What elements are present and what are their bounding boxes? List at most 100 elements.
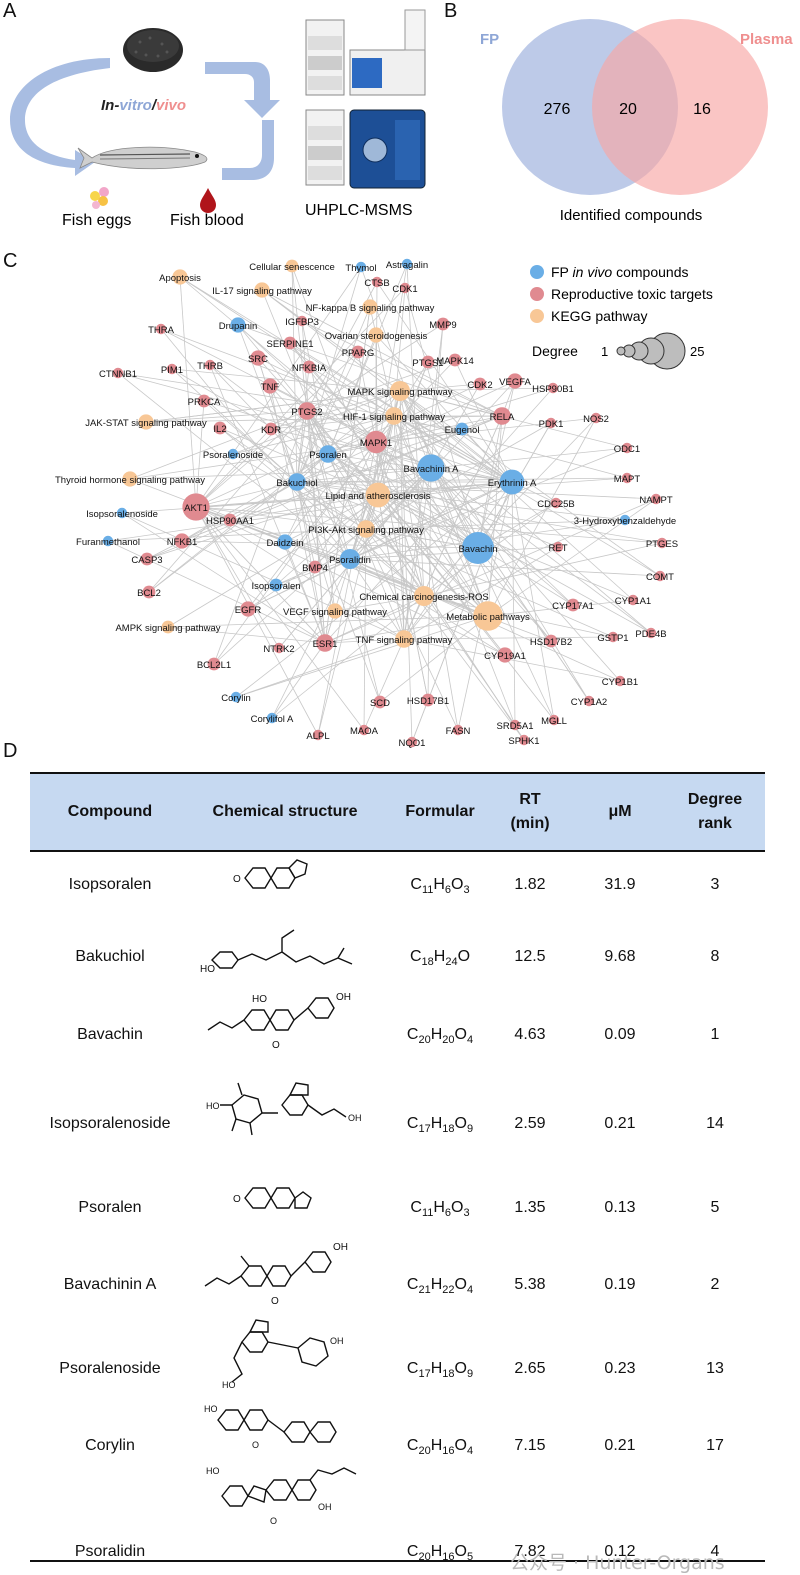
cell-um: 31.9 xyxy=(604,876,636,893)
network-edge xyxy=(195,506,405,640)
header-structure: Chemical structure xyxy=(212,803,358,820)
svg-text:OH: OH xyxy=(318,1502,332,1512)
network-edge xyxy=(327,334,377,455)
network-edge xyxy=(511,481,516,726)
cell-um: 0.09 xyxy=(604,1026,636,1043)
network-node: TNF signaling pathway xyxy=(356,630,453,648)
legend-pathway-label: KEGG pathway xyxy=(551,308,648,324)
network-node-label: BCL2 xyxy=(137,588,161,599)
cell-formula: C17H18O9 xyxy=(406,1360,474,1381)
cell-formula: C18H24O xyxy=(409,948,471,969)
network-node-label: Eugenol xyxy=(445,425,480,436)
network-node: KDR xyxy=(261,422,281,436)
watermark: 公众号 · Hunter-Organs xyxy=(510,1552,725,1574)
legend-target-label: Reproductive toxic targets xyxy=(551,286,713,302)
network-edge xyxy=(229,481,298,521)
network-node-circle xyxy=(277,534,293,550)
cell-formula: C17H18O9 xyxy=(406,1115,474,1136)
network-edge xyxy=(213,467,432,665)
svg-text:O: O xyxy=(252,1440,259,1450)
network-edge xyxy=(399,390,513,483)
network-node-label: CYP1B1 xyxy=(602,677,638,688)
network-node-circle xyxy=(373,695,387,709)
network-edge xyxy=(107,528,367,542)
title-in: In- xyxy=(101,97,119,114)
network-edge xyxy=(365,422,552,530)
network-node-circle xyxy=(614,675,626,687)
venn-label-plasma: Plasma xyxy=(740,31,793,48)
svg-text:HO: HO xyxy=(206,1466,220,1476)
network-node-circle xyxy=(223,513,237,527)
structure-isopsoralenoside: HO OH xyxy=(206,1082,362,1136)
network-node-label: Bavachinin A xyxy=(404,464,460,475)
network-node-circle xyxy=(140,552,154,566)
venn-count-fp-only: 276 xyxy=(544,101,571,118)
network-edge xyxy=(284,494,379,543)
network-edge xyxy=(296,481,381,703)
network-node-circle xyxy=(497,647,513,663)
network-node-label: Corylin xyxy=(221,693,251,704)
network-edge xyxy=(317,441,377,736)
cell-rt: 7.15 xyxy=(514,1437,546,1454)
network-node-label: PDK1 xyxy=(539,419,564,430)
network-edge xyxy=(423,595,614,638)
network-edge xyxy=(219,427,379,496)
network-edge xyxy=(195,415,395,508)
cell-degree-rank: 17 xyxy=(706,1437,724,1454)
network-node: Metabolic pathways xyxy=(446,601,530,631)
title-slash: / xyxy=(151,97,158,114)
network-node-label: RET xyxy=(549,543,568,554)
network-edge xyxy=(284,541,326,644)
network-node: CDC25B xyxy=(537,497,575,510)
network-node-label: Bavachin xyxy=(458,544,497,555)
seed-pile-icon xyxy=(123,28,183,72)
network-node-label: CDK2 xyxy=(467,380,492,391)
network-node: PIM1 xyxy=(161,363,183,376)
network-node-label: Furanmethanol xyxy=(76,537,140,548)
network-node: Isopsoralenoside xyxy=(86,507,158,520)
network-node-label: PPARG xyxy=(342,348,375,359)
cell-um: 0.21 xyxy=(604,1115,636,1132)
network-node-circle xyxy=(368,327,384,343)
network-node: AMPK signaling pathway xyxy=(115,620,221,634)
network-node-circle xyxy=(112,367,124,379)
network-edge xyxy=(430,467,574,606)
network-edge xyxy=(117,372,395,417)
network-edge xyxy=(393,415,628,479)
venn-circle-plasma xyxy=(592,19,768,195)
svg-text:O: O xyxy=(272,1040,280,1051)
network-edge xyxy=(148,410,308,593)
network-edge xyxy=(306,410,336,612)
network-node: MGLL xyxy=(541,714,567,727)
network-node-label: PRKCA xyxy=(188,397,221,408)
header-compound: Compound xyxy=(67,803,153,820)
legend-degree-scale xyxy=(616,332,686,370)
network-node-label: TNF xyxy=(261,382,280,393)
panel-a-letter: A xyxy=(3,0,17,22)
network-node-circle xyxy=(155,323,167,335)
network-node: Lipid and atherosclerosis xyxy=(325,482,431,508)
cell-compound: Psoralenoside xyxy=(59,1360,161,1377)
cell-compound: Isopsoralen xyxy=(68,876,152,893)
network-edge xyxy=(296,481,663,544)
network-node: COMT xyxy=(646,570,674,583)
svg-text:OH: OH xyxy=(348,1113,362,1123)
network-node: Eugenol xyxy=(445,422,480,436)
network-node-circle xyxy=(371,276,383,288)
network-node-circle xyxy=(627,594,639,606)
network-node-circle xyxy=(621,472,633,484)
fish-eggs-icon xyxy=(90,187,109,209)
network-node-label: 3-Hydroxybenzaldehyde xyxy=(574,516,676,527)
network-edge xyxy=(430,467,652,634)
network-node-circle xyxy=(509,719,521,731)
cell-degree-rank: 13 xyxy=(706,1360,724,1377)
cell-degree-rank: 3 xyxy=(710,876,720,893)
network-node-label: PTGS1 xyxy=(412,358,443,369)
network-edge xyxy=(129,441,377,480)
network-node-circle xyxy=(566,598,580,612)
network-edge xyxy=(399,387,554,392)
table-bottom-rule xyxy=(30,1560,765,1562)
network-node: PTGS1 xyxy=(412,355,444,369)
network-node: CYP1A2 xyxy=(571,695,607,708)
network-edge xyxy=(195,506,319,736)
